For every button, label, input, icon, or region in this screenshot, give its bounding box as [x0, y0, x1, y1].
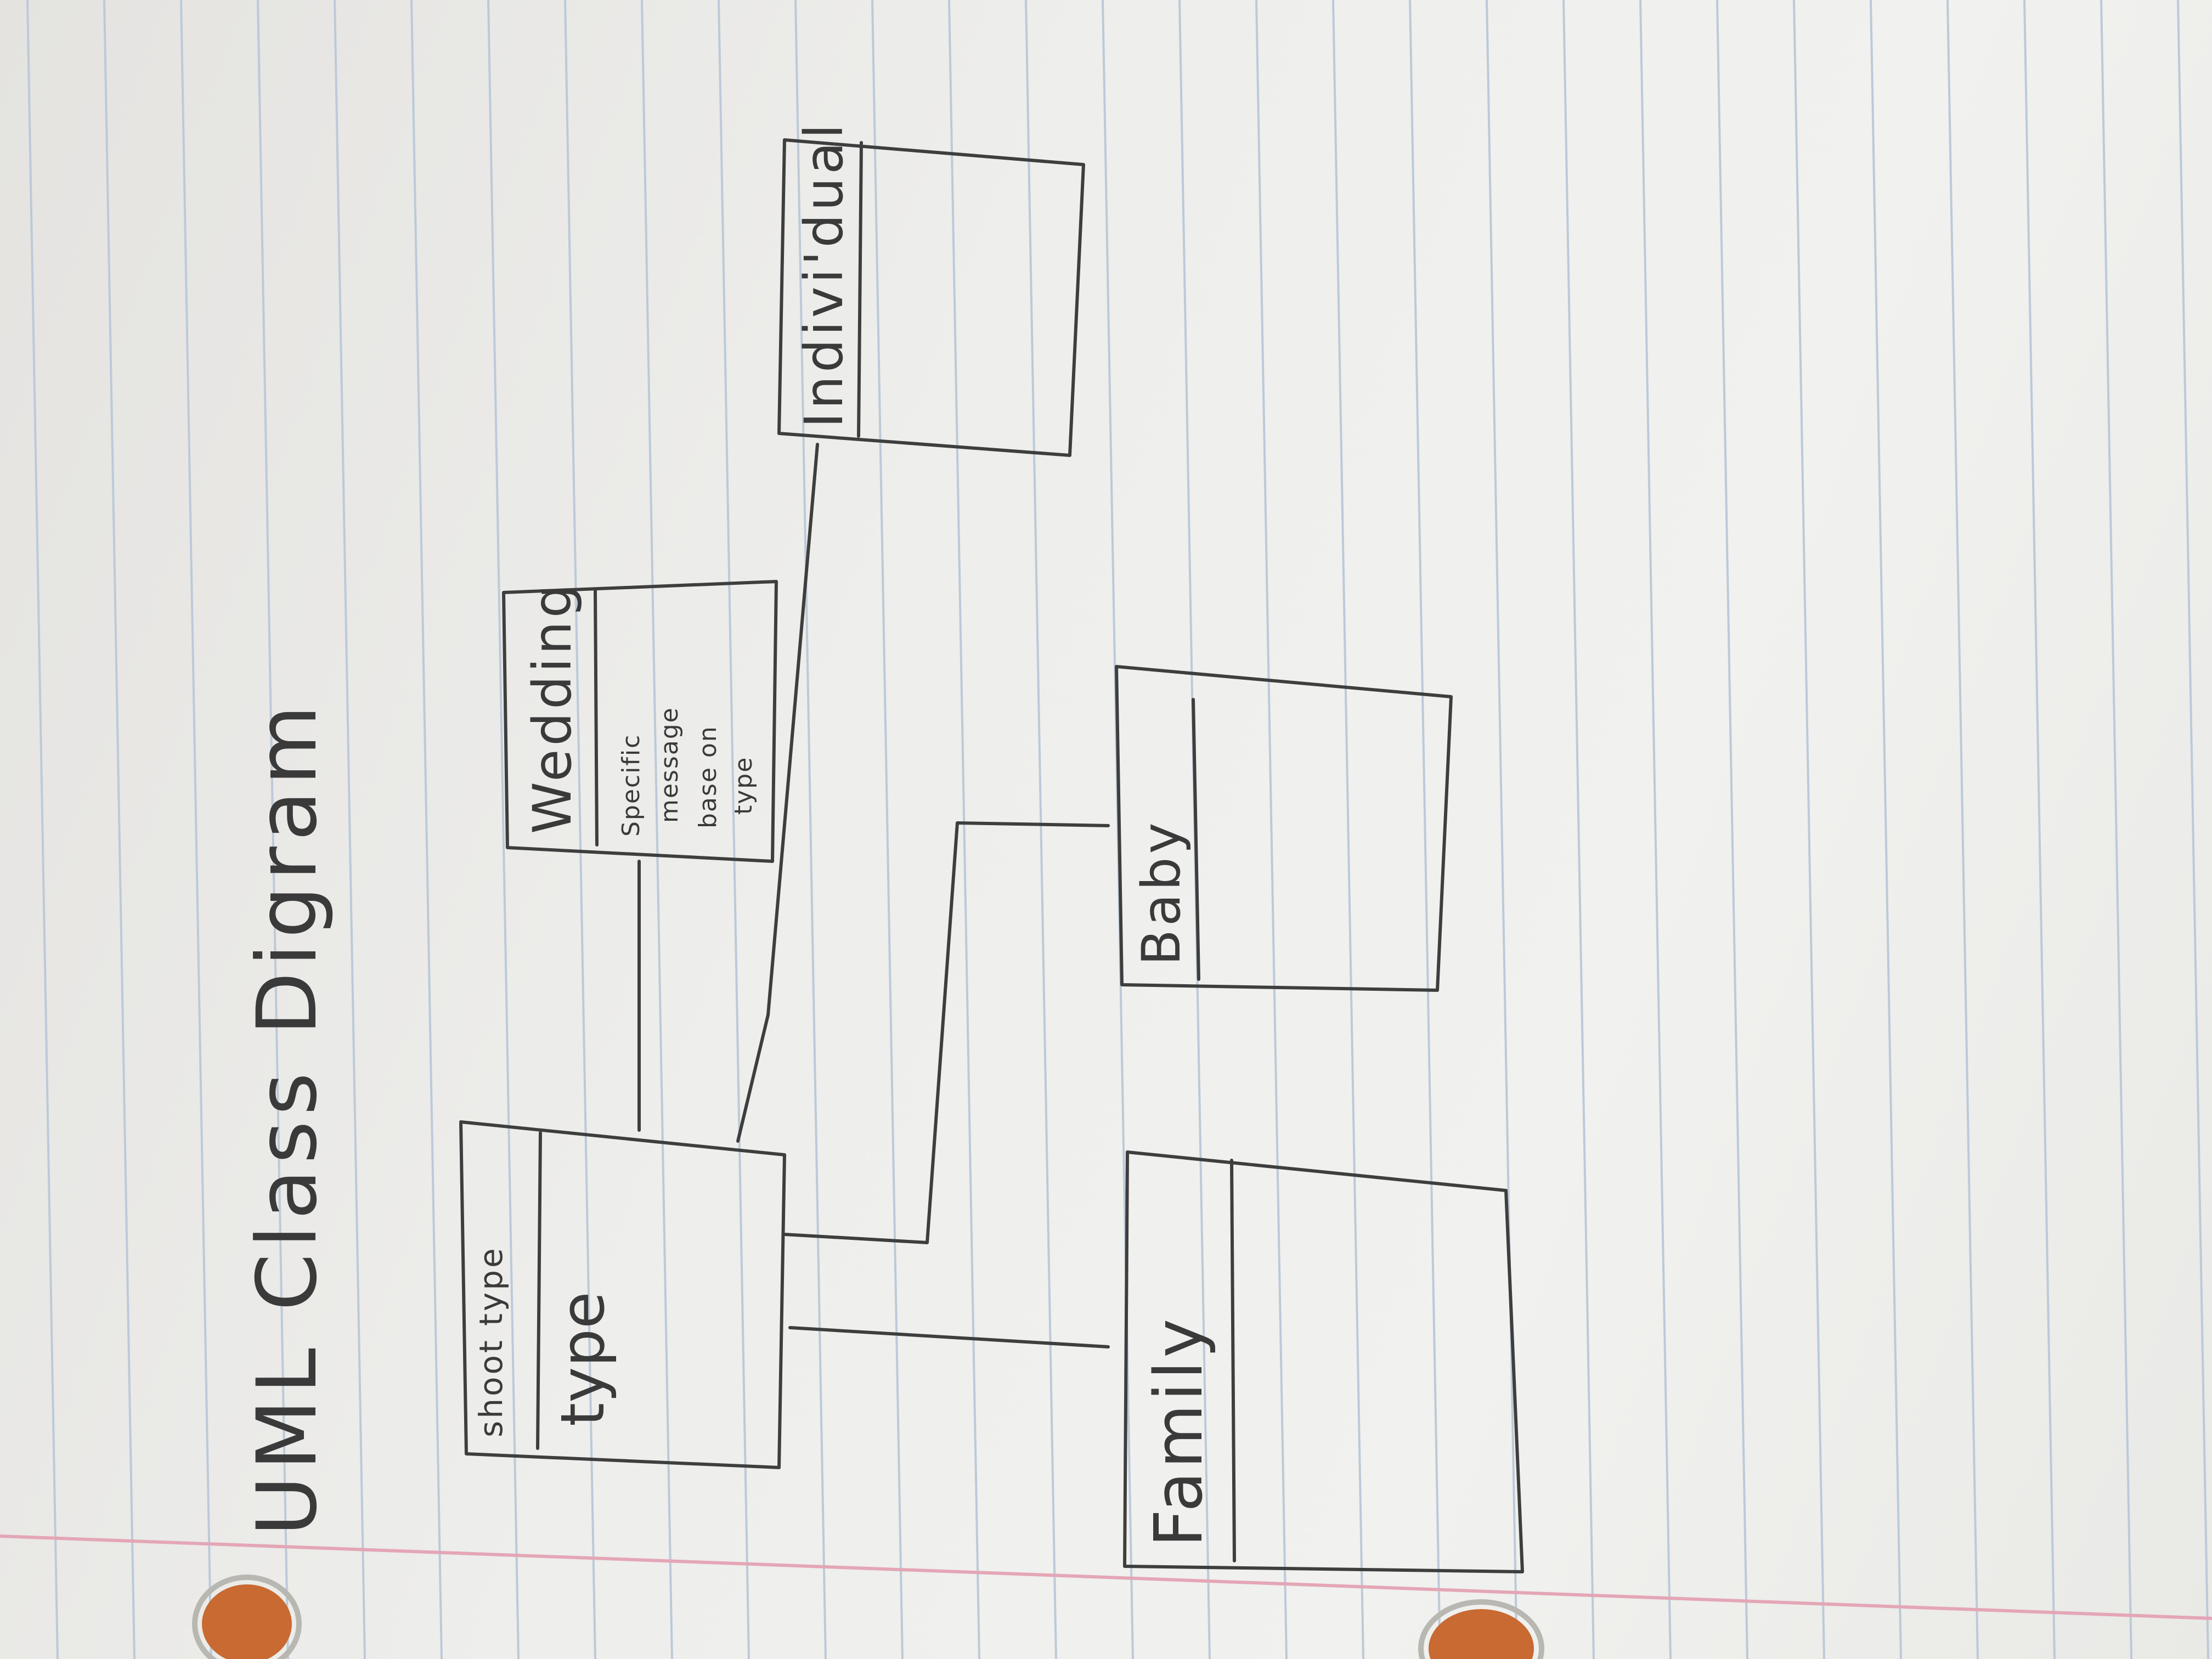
- class-attribute-specific: Specific: [617, 734, 645, 837]
- binder-hole-left: [192, 1575, 302, 1659]
- class-name-individual: Indivi'dual: [793, 121, 855, 428]
- ruled-line: [794, 0, 827, 1659]
- ruled-line: [1946, 0, 1979, 1659]
- ruled-line: [1870, 0, 1902, 1659]
- class-attribute-message: message: [656, 707, 684, 823]
- ruled-line: [1793, 0, 1825, 1659]
- ruled-line: [1332, 0, 1364, 1659]
- diagram-title: UML Class Digram: [240, 699, 335, 1536]
- ruled-line: [641, 0, 673, 1659]
- ruled-line: [1486, 0, 1518, 1659]
- class-box-shoot-type: shoot type type: [459, 1120, 786, 1469]
- ruled-line: [718, 0, 750, 1659]
- ruled-line: [1409, 0, 1441, 1659]
- class-name-family: Family: [1141, 1316, 1217, 1547]
- class-box-baby: Baby: [1115, 665, 1453, 992]
- ruled-line: [564, 0, 596, 1659]
- margin-line: [0, 1534, 2212, 1620]
- class-name-shoot-type: shoot type: [472, 1246, 510, 1437]
- ruled-line: [334, 0, 366, 1659]
- ruled-line: [948, 0, 980, 1659]
- class-attribute-type-wedding: type: [730, 757, 758, 815]
- class-name-wedding: Wedding: [522, 581, 583, 834]
- ruled-line: [1639, 0, 1672, 1659]
- ruled-line: [871, 0, 904, 1659]
- ruled-line: [26, 0, 59, 1659]
- class-box-individual: Indivi'dual: [777, 121, 1085, 457]
- ruled-line: [2023, 0, 2056, 1659]
- connector-shoot-type-individual: [736, 443, 819, 1143]
- binder-hole-right: [1418, 1599, 1544, 1659]
- ruled-line: [2177, 0, 2209, 1659]
- class-attribute-base-on: base on: [694, 725, 722, 828]
- ruled-line: [1716, 0, 1748, 1659]
- ruled-line: [1562, 0, 1595, 1659]
- ruled-line: [1025, 0, 1057, 1659]
- ruled-line: [257, 0, 289, 1659]
- class-name-baby: Baby: [1131, 820, 1192, 966]
- ruled-line: [1255, 0, 1288, 1659]
- class-box-family: Family: [1123, 1150, 1524, 1573]
- ruled-line: [180, 0, 212, 1659]
- connector-shoot-type-baby: [783, 821, 1110, 1244]
- class-attribute-type: type: [548, 1291, 618, 1426]
- ruled-lines: [26, 0, 2209, 1659]
- class-box-wedding: Wedding Specific message base on type: [502, 580, 778, 863]
- connector-shoot-type-family: [788, 1326, 1110, 1348]
- ruled-line: [410, 0, 443, 1659]
- ruled-line: [103, 0, 136, 1659]
- ruled-line: [487, 0, 520, 1659]
- ruled-line: [2100, 0, 2132, 1659]
